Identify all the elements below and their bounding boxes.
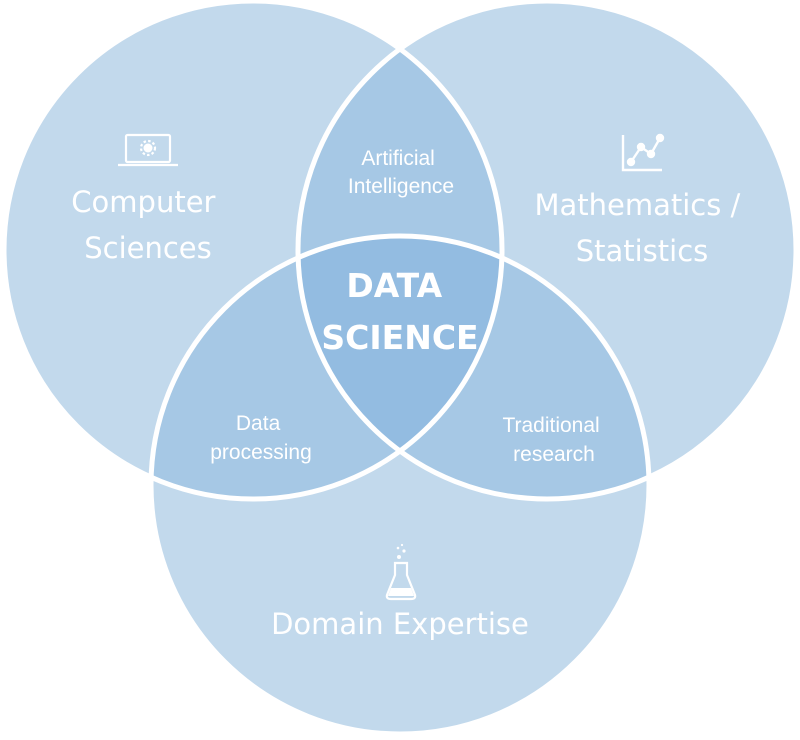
label-domain-expertise: Domain Expertise xyxy=(271,607,529,641)
label-data-science-line-1: DATA xyxy=(346,266,442,305)
label-mathematics-line-1: Mathematics / xyxy=(534,188,740,222)
label-ai-line-1: Artificial xyxy=(361,147,435,170)
label-data-science-line-2: SCIENCE xyxy=(321,318,478,357)
line-chart-icon xyxy=(621,133,665,172)
outline-computer-sciences xyxy=(1,0,505,502)
outline-mathematics-statistics xyxy=(295,0,799,502)
label-traditional-research-line-2: research xyxy=(513,443,595,466)
label-artificial-intelligence: Artificial Intelligence xyxy=(348,147,454,198)
label-data-processing-line-1: Data xyxy=(236,412,281,435)
label-mathematics-statistics: Mathematics / Statistics xyxy=(534,188,749,268)
label-computer-sciences-line-2: Sciences xyxy=(84,231,212,265)
label-traditional-research: Traditional research xyxy=(502,414,605,466)
label-data-processing: Data processing xyxy=(210,412,312,464)
label-data-processing-line-2: processing xyxy=(210,441,312,464)
laptop-icon xyxy=(118,133,178,167)
label-ai-line-2: Intelligence xyxy=(348,175,454,198)
label-data-science: DATA SCIENCE xyxy=(321,266,478,357)
label-computer-sciences-line-1: Computer xyxy=(71,185,215,219)
label-computer-sciences: Computer Sciences xyxy=(71,185,224,265)
label-mathematics-line-2: Statistics xyxy=(576,234,709,268)
label-domain-expertise-line-1: Domain Expertise xyxy=(271,607,529,641)
outline-domain-expertise xyxy=(148,233,652,737)
label-traditional-research-line-1: Traditional xyxy=(502,414,599,437)
flask-icon xyxy=(385,543,417,601)
